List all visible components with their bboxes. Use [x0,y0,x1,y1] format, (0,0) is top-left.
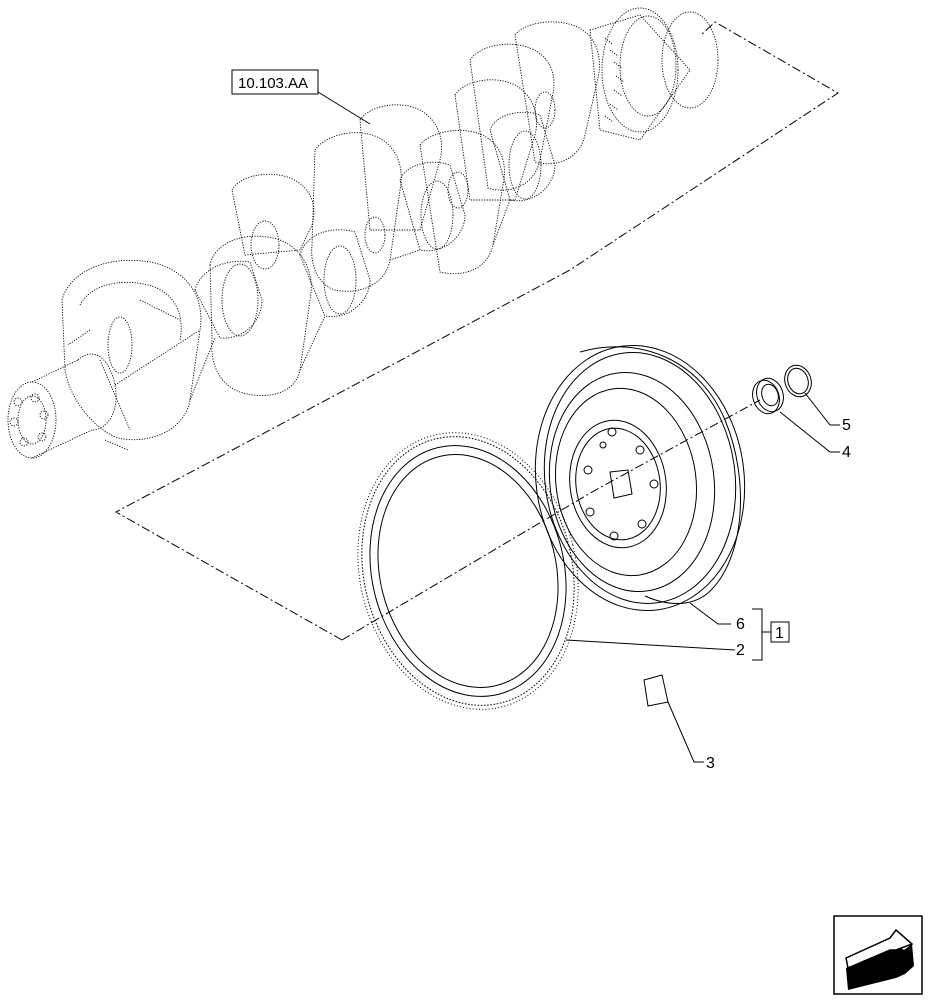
leader-item-4 [779,411,840,453]
leader-reference [317,91,371,125]
callout-item-6: 6 [736,616,745,633]
snap-ring-part [784,364,812,398]
group-bracket [752,608,763,661]
leader-item-2 [565,639,736,651]
crankshaft-reference-part [7,7,719,459]
callout-item-5: 5 [842,417,851,434]
callout-item-1: 1 [775,625,784,642]
callout-item-1-box [770,621,790,643]
assembly-envelope-line [114,21,839,641]
navigation-arrow-icon[interactable] [833,915,923,995]
callout-item-3: 3 [706,755,715,772]
flywheel-part [534,345,746,611]
leader-item-5 [804,392,840,426]
label-plate-part [643,674,669,707]
reference-code-label: 10.103.AA [238,75,308,92]
bearing-part [752,377,784,415]
callout-item-4: 4 [842,444,851,461]
leader-item-6 [689,602,731,625]
reference-code-box [231,69,319,95]
callout-item-2: 2 [736,642,745,659]
leader-item-3 [667,701,704,763]
ring-gear-part [357,432,579,710]
assembly-envelope-line-2 [341,399,761,641]
